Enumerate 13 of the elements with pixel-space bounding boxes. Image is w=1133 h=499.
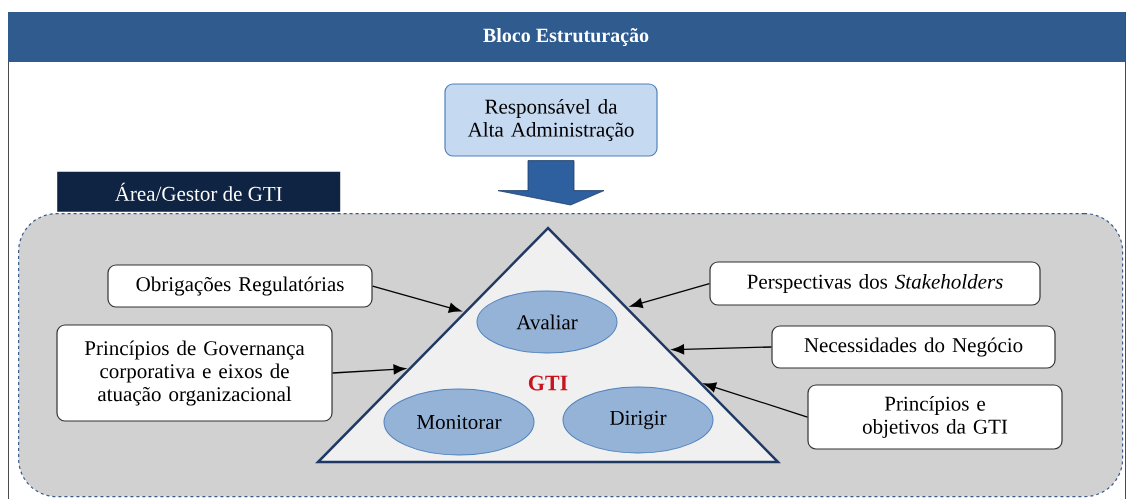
arrow: [331, 364, 406, 375]
arrow: [371, 285, 461, 313]
text-box: Necessidades do Negócio: [771, 325, 1056, 369]
heading-tab: Área/Gestor de GTI: [57, 171, 341, 212]
arrow: [630, 282, 711, 308]
arrow: [672, 344, 773, 355]
text-box: Responsável da Alta Administração: [444, 83, 658, 157]
block-arrow: [497, 160, 605, 206]
text-box: Princípios de Governança corporativa e eixos de atuação organizacional: [56, 324, 333, 422]
arrow: [704, 382, 809, 418]
text-box: Princípios e objetivos da GTI: [807, 384, 1063, 450]
text-box: Perspectivas dos Stakeholders: [709, 261, 1041, 306]
text-box: Obrigações Regulatórias: [107, 264, 373, 308]
